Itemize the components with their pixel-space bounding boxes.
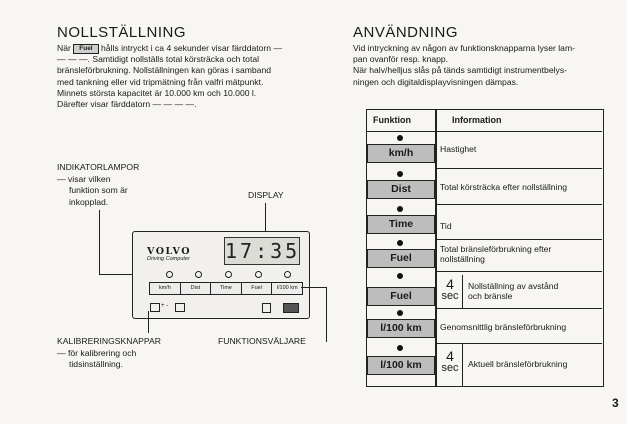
row-divider — [436, 239, 602, 240]
info-fuel: Total bränsleförbrukning efter nollställ… — [440, 244, 551, 264]
para-line-4: med tankning eller vid tripmätning från … — [57, 76, 264, 87]
usage-line-3: När halv/helljus slås på tänds samtidigt… — [353, 65, 567, 76]
small-square-icon — [262, 303, 271, 313]
info-fuel-line-1: Total bränsleförbrukning efter — [440, 244, 552, 254]
indicator-lamp-l100km — [284, 271, 291, 278]
key-fuel[interactable]: Fuel — [241, 283, 273, 294]
title-anvandning: ANVÄNDNING — [353, 24, 459, 41]
info-average-consumption: Genomsnittlig bränsleförbrukning — [440, 322, 567, 332]
selector-leader-v — [326, 287, 327, 342]
indicator-dot — [397, 171, 403, 177]
usage-line-1: Vid intryckning av någon av funktionskna… — [353, 43, 575, 53]
indicator-dot — [397, 240, 403, 246]
reset-paragraph: När Fuel hålls intryckt i ca 4 sekunder … — [57, 43, 327, 110]
calib-line-1: — för kalibrering och — [57, 347, 137, 358]
selector-leader-h — [301, 287, 327, 288]
para-line-6: Därefter visar färddatorn — — — —. — [57, 99, 197, 110]
indicator-lamp-time — [225, 271, 232, 278]
key-kmh[interactable]: km/h — [150, 283, 181, 294]
table-header — [366, 109, 602, 132]
row-divider — [436, 271, 602, 272]
row-divider — [436, 168, 602, 169]
function-button-time: Time — [367, 215, 435, 234]
calibration-text: + - — [161, 303, 169, 309]
row-divider — [436, 204, 602, 205]
lcd-time: 17:35 — [225, 239, 301, 263]
indicator-dot — [397, 345, 403, 351]
hold-seconds-number: 4 — [446, 276, 454, 292]
table-column-divider — [435, 109, 437, 387]
para-line-5: Minnets största kapacitet är 10.000 km o… — [57, 87, 257, 98]
calib-title: KALIBRERINGSKNAPPAR — [57, 336, 161, 346]
indicator-dot — [397, 206, 403, 212]
function-button-dist: Dist — [367, 180, 435, 199]
indicator-dot — [397, 135, 403, 141]
para-line-2: — — —. Samtidigt nollställs total körstr… — [57, 54, 260, 65]
usage-line-2: pan ovanför resp. knapp. — [353, 54, 449, 65]
calibration-label: KALIBRERINGSKNAPPAR — för kalibrering oc… — [57, 336, 161, 371]
usage-line-4: ningen och digitaldisplayvisningen dämpa… — [353, 76, 519, 87]
header-funktion: Funktion — [373, 115, 411, 125]
key-time[interactable]: Time — [211, 283, 242, 294]
sec-divider — [462, 275, 463, 308]
hold-seconds-unit: sec — [441, 290, 459, 302]
info-current-consumption: Aktuell bränsleförbrukning — [468, 359, 568, 369]
function-selector-label: FUNKTIONSVÄLJARE — [218, 336, 306, 346]
info-fuel-reset-line-2: och bränsle — [468, 291, 513, 301]
indicator-lamp-fuel — [255, 271, 262, 278]
calibration-button-minus[interactable] — [175, 303, 185, 312]
function-button-kmh: km/h — [367, 144, 435, 163]
info-fuel-reset-line-1: Nollställning av avstånd — [468, 281, 559, 291]
function-selector-switch[interactable] — [283, 303, 299, 313]
indicator-title: INDIKATORLAMPOR — [57, 162, 140, 172]
volvo-logo: VOLVO — [147, 246, 192, 257]
usage-paragraph: Vid intryckning av någon av funktionskna… — [353, 43, 623, 88]
indicator-leader-line — [99, 210, 100, 274]
indicator-line-1: — visar vilken — [57, 173, 111, 184]
indicator-line-3: inkopplad. — [69, 196, 109, 207]
page-number: 3 — [612, 396, 619, 410]
key-l100km[interactable]: l/100 km — [272, 283, 302, 294]
display-leader-line — [265, 203, 266, 237]
indicator-line-2: funktion som är — [69, 185, 128, 195]
key-dist[interactable]: Dist — [180, 283, 212, 294]
indicator-dot — [397, 273, 403, 279]
calib-line-2: tidsinställning. — [69, 359, 123, 369]
header-information: Information — [452, 115, 502, 125]
hold-4-sec-badge: 4 sec — [438, 276, 462, 302]
para-line-3: bränsleförbrukning. Nollställningen kan … — [57, 65, 272, 76]
function-button-l100km: l/100 km — [367, 319, 435, 338]
info-fuel-line-2: nollställning — [440, 254, 485, 264]
indicator-dot — [397, 310, 403, 316]
calib-leader-v — [148, 311, 149, 333]
hold-4-sec-badge: 4 sec — [438, 348, 462, 374]
info-fuel-reset: Nollställning av avstånd och bränsle — [468, 281, 558, 301]
fuel-key-inline: Fuel — [73, 44, 99, 54]
indicator-lamp-dist — [195, 271, 202, 278]
function-table — [366, 109, 604, 387]
hold-seconds-unit: sec — [441, 362, 459, 374]
row-divider — [436, 308, 602, 309]
calibration-button-plus[interactable] — [150, 303, 160, 312]
info-time: Tid — [440, 221, 452, 231]
row-divider — [436, 343, 602, 344]
para-line-1: hålls intryckt i ca 4 sekunder visar fär… — [101, 43, 283, 53]
lcd-display: 17:35 — [224, 237, 300, 265]
indicator-label: INDIKATORLAMPOR — visar vilken funktion … — [57, 162, 139, 208]
sec-divider — [462, 344, 463, 386]
function-button-l100km-hold: l/100 km — [367, 356, 435, 375]
function-key-row: km/h Dist Time Fuel l/100 km — [149, 282, 303, 295]
info-kmh: Hastighet — [440, 144, 477, 154]
indicator-lamp-kmh — [166, 271, 173, 278]
device-subtitle: Driving Computer — [147, 256, 190, 262]
info-dist: Total körsträcka efter nollställning — [440, 182, 568, 192]
title-nollstallning: NOLLSTÄLLNING — [57, 24, 187, 41]
display-label: DISPLAY — [248, 190, 284, 200]
para-pre: När — [57, 43, 71, 53]
function-button-fuel: Fuel — [367, 249, 435, 268]
function-button-fuel-hold: Fuel — [367, 287, 435, 306]
hold-seconds-number: 4 — [446, 348, 454, 364]
driving-computer-panel — [132, 231, 310, 319]
